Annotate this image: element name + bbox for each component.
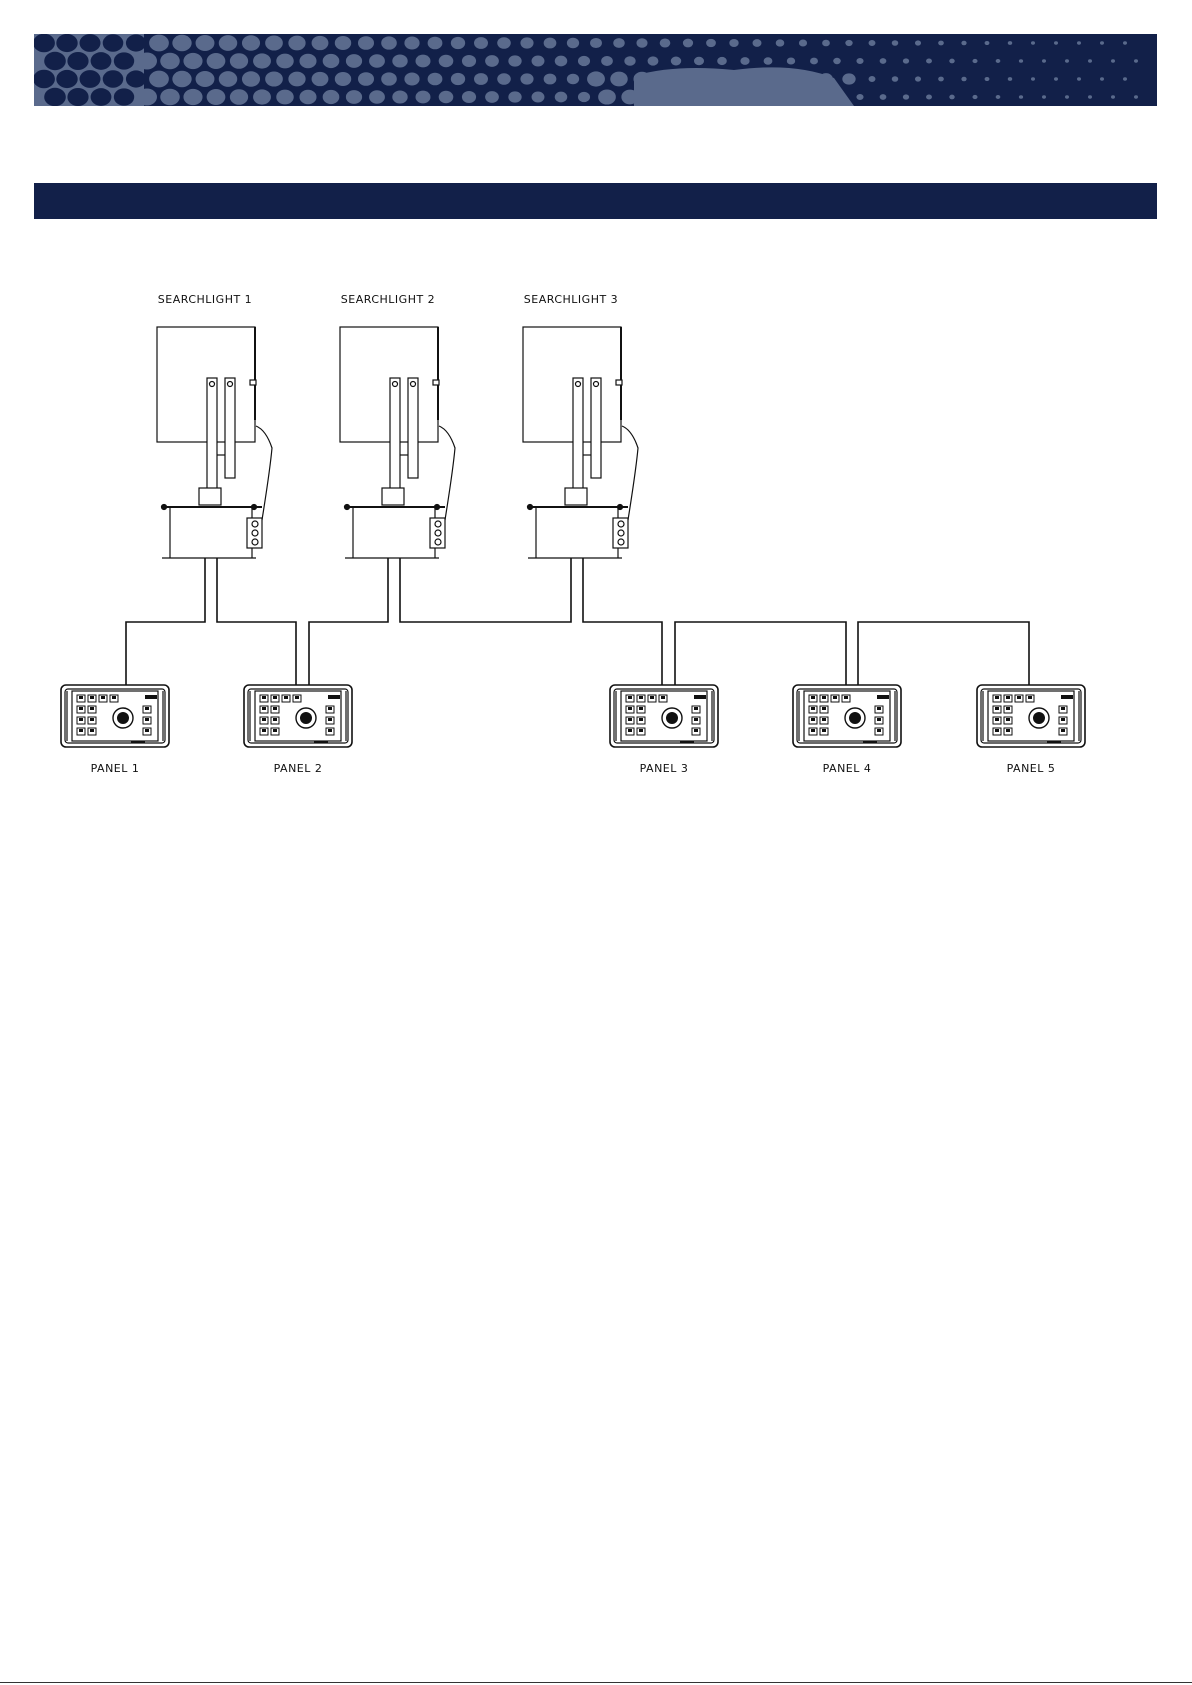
searchlight-2-label: SEARCHLIGHT 2: [341, 293, 435, 306]
wire-2: [217, 558, 296, 686]
wire-1: [126, 558, 205, 686]
panel-4-label: PANEL 4: [823, 762, 872, 775]
panel-display: [694, 695, 706, 699]
searchlight-group: [157, 327, 638, 558]
control-panel-1: [61, 685, 169, 747]
control-panel-2: [244, 685, 352, 747]
bottom-rule: [0, 1682, 1192, 1683]
searchlight-2: [340, 327, 455, 558]
searchlight-1: [157, 327, 272, 558]
control-panel-5: [977, 685, 1085, 747]
panel-3-label: PANEL 3: [640, 762, 689, 775]
panel-5-label: PANEL 5: [1007, 762, 1056, 775]
wire-3: [309, 558, 388, 686]
panel-group: [61, 685, 1085, 747]
wire-7: [858, 622, 1029, 686]
panel-2-label: PANEL 2: [274, 762, 323, 775]
panel-display: [145, 695, 157, 699]
wiring-lines: [126, 558, 1029, 686]
control-panel-4: [793, 685, 901, 747]
searchlight-3-label: SEARCHLIGHT 3: [524, 293, 618, 306]
panel-1-label: PANEL 1: [91, 762, 140, 775]
panel-display: [877, 695, 889, 699]
wire-4: [400, 558, 571, 622]
panel-display: [328, 695, 340, 699]
wire-6: [675, 622, 846, 686]
panel-display: [1061, 695, 1073, 699]
searchlight-3: [523, 327, 638, 558]
wire-5: [583, 558, 662, 686]
control-panel-3: [610, 685, 718, 747]
searchlight-1-label: SEARCHLIGHT 1: [158, 293, 252, 306]
